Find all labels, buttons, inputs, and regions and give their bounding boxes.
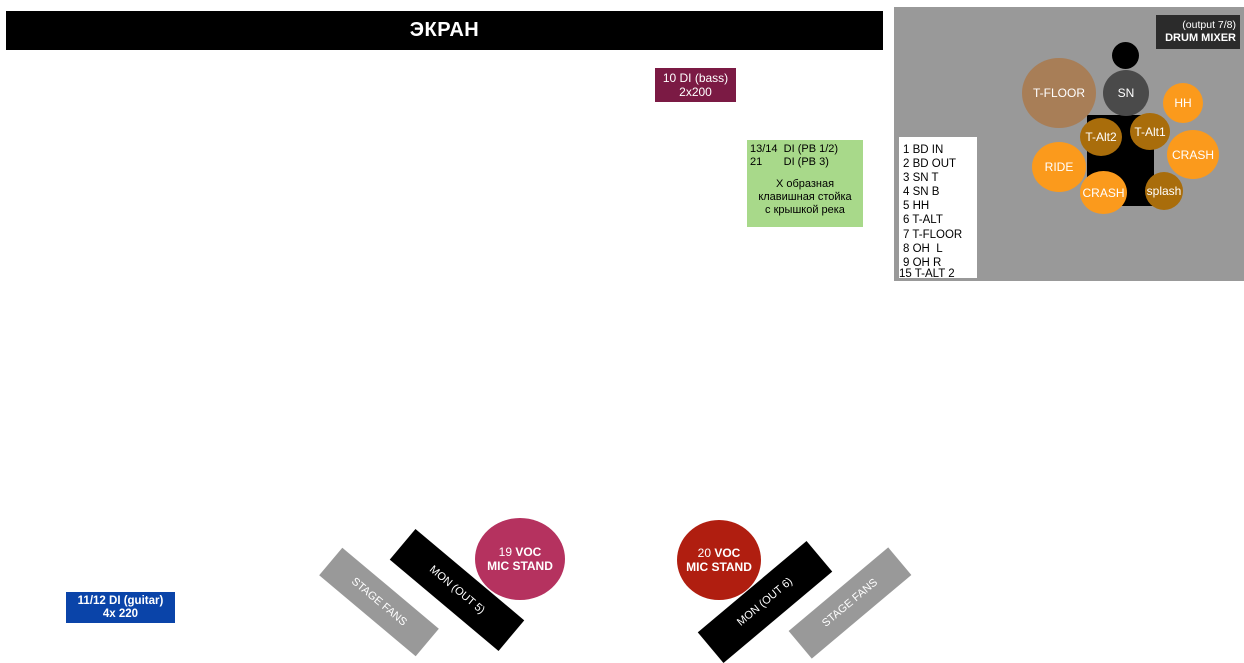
keys-stand-desc: Х образная клавишная стойка с крышкой ре… (758, 178, 852, 216)
keys-di-2: 21 DI (PB 3) (750, 156, 829, 168)
stage-fans-left-label: STAGE FANS (348, 575, 409, 629)
cymbal-ride-label: RIDE (1044, 160, 1074, 174)
drum-mixer-label: (output 7/8) DRUM MIXER (1156, 15, 1240, 49)
channel-item: 3 SN T (903, 172, 939, 185)
keys-stand-box: 13/14 DI (PB 1/2) 21 DI (PB 3) Х образна… (747, 140, 863, 227)
channel-item: 6 T-ALT (903, 214, 943, 227)
bass-di-amp: 2x200 (679, 85, 712, 99)
guitar-di-label: 11/12 DI (guitar) (77, 594, 164, 607)
drum-t-alt1-label: T-Alt1 (1134, 124, 1166, 139)
voc-19-number: 19 (498, 545, 516, 559)
channel-item: 8 OH L (903, 242, 943, 255)
voc-20-voc: VOC (714, 546, 741, 560)
cymbal-crash-right: CRASH (1167, 130, 1219, 179)
drum-mixer-title: DRUM MIXER (1165, 32, 1236, 44)
drum-t-alt2-label: T-Alt2 (1085, 130, 1117, 144)
guitar-di-amp: 4x 220 (102, 607, 139, 620)
cymbal-hh: HH (1163, 83, 1203, 123)
channel-item: 2 BD OUT (903, 158, 957, 171)
voc-20-number: 20 (697, 546, 715, 560)
stage-fans-right-label: STAGE FANS (819, 576, 880, 630)
channel-item: 15 T-ALT 2 (899, 267, 955, 280)
screen-label: ЭКРАН (409, 19, 480, 41)
cymbal-splash-label: splash (1146, 184, 1182, 198)
cymbal-crash-bottom: CRASH (1080, 171, 1127, 214)
channel-item: 7 T-FLOOR (903, 228, 963, 241)
drum-t-floor: T-FLOOR (1022, 58, 1096, 128)
drum-t-floor-label: T-FLOOR (1032, 86, 1085, 100)
drum-mixer-output: (output 7/8) (1182, 19, 1236, 31)
screen-bar: ЭКРАН (6, 11, 883, 50)
drum-snare-label: SN (1117, 86, 1135, 100)
voc-20-mic-stand-label: MIC STAND (686, 560, 752, 574)
drum-t-alt2: T-Alt2 (1080, 118, 1122, 156)
channel-item: 5 HH (903, 200, 930, 213)
voc-20-mic-stand: 20 VOC MIC STAND (677, 520, 761, 600)
drum-snare: SN (1103, 70, 1149, 116)
cymbal-splash: splash (1145, 172, 1183, 210)
bass-di-label: 10 DI (bass) (662, 71, 729, 85)
kick-drum-circle (1112, 42, 1139, 69)
voc-19-voc: VOC (515, 545, 542, 559)
bass-di-box: 10 DI (bass) 2x200 (655, 68, 736, 102)
cymbal-ride: RIDE (1032, 142, 1086, 192)
drum-channel-list: 1 BD IN 2 BD OUT 3 SN T 4 SN B 5 HH 6 T-… (899, 137, 977, 280)
channel-item: 1 BD IN (903, 144, 944, 156)
keys-di-1: 13/14 DI (PB 1/2) (750, 143, 839, 155)
guitar-di-box: 11/12 DI (guitar) 4x 220 (66, 592, 175, 623)
channel-item: 4 SN B (903, 186, 940, 199)
voc-19-mic-stand: 19 VOC MIC STAND (475, 518, 565, 600)
cymbal-hh-label: HH (1174, 96, 1192, 110)
drum-t-alt1: T-Alt1 (1130, 113, 1170, 150)
voc-19-mic-stand-label: MIC STAND (487, 559, 553, 573)
cymbal-crash-bottom-label: CRASH (1082, 185, 1125, 200)
channel-item: 9 OH R (903, 256, 942, 269)
cymbal-crash-right-label: CRASH (1171, 147, 1214, 162)
